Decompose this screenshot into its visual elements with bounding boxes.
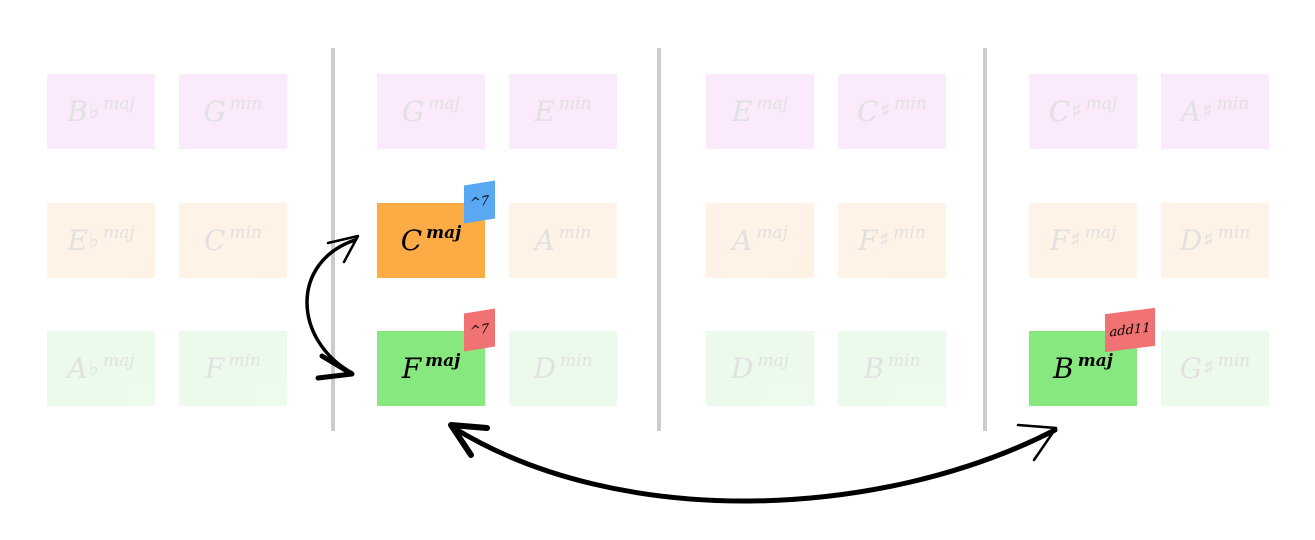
chord-quality: min	[229, 222, 262, 243]
chord-accidental: ♯	[1070, 228, 1081, 253]
chord-quality: maj	[103, 222, 135, 243]
chord-tile[interactable]: E♭maj	[47, 203, 155, 278]
chord-accidental: ♯	[879, 99, 891, 124]
chord-accidental: ♯	[1203, 228, 1214, 253]
chord-tile[interactable]: B♭maj	[47, 74, 155, 149]
chord-tile[interactable]: F♯min	[838, 203, 946, 278]
chord-quality: min	[229, 93, 263, 114]
chord-tile[interactable]: D♯min	[1161, 203, 1269, 278]
chord-quality: maj	[1077, 350, 1113, 371]
chord-quality: min	[1217, 222, 1251, 243]
chord-root: A	[732, 224, 753, 257]
chord-quality: maj	[756, 222, 788, 243]
chord-quality: min	[228, 350, 261, 371]
chord-root: B	[67, 95, 88, 128]
chord-accidental: ♯	[878, 228, 890, 253]
chord-tile[interactable]: F♯maj	[1029, 203, 1137, 278]
chord-quality: min	[1217, 350, 1251, 371]
chord-quality: min	[558, 93, 592, 114]
chord-accidental: ♭	[88, 99, 100, 124]
chord-root: F	[1049, 224, 1070, 257]
chord-quality: min	[888, 350, 921, 371]
chord-accidental: ♭	[88, 228, 100, 253]
chord-root: F	[401, 352, 422, 385]
chord-tile[interactable]: A♯min	[1161, 74, 1269, 149]
chord-quality: maj	[425, 350, 461, 371]
chord-root: E	[67, 224, 88, 257]
chord-tile[interactable]: A♭maj	[47, 331, 155, 406]
chord-root: C	[204, 224, 226, 257]
chord-root: C	[400, 224, 423, 257]
chord-quality: maj	[756, 93, 788, 114]
column-divider	[983, 48, 987, 431]
chord-root: G	[402, 95, 425, 128]
chord-quality: maj	[103, 93, 135, 114]
chord-quality: maj	[103, 350, 135, 371]
chord-root: E	[534, 95, 555, 128]
chord-quality: maj	[1084, 222, 1117, 243]
chord-quality: min	[559, 350, 593, 371]
chord-root: D	[731, 352, 754, 385]
column-divider	[657, 48, 661, 431]
chord-accidental: ♯	[1202, 99, 1213, 124]
chord-root: D	[1179, 224, 1203, 257]
chord-root: E	[732, 95, 753, 128]
chord-quality: min	[893, 222, 926, 243]
chord-root: A	[67, 352, 88, 385]
chord-tile[interactable]: G♯min	[1161, 331, 1269, 406]
chord-extension-badge: ^7	[464, 180, 495, 224]
chord-root: G	[203, 95, 226, 128]
arrow-head-right	[1016, 423, 1058, 462]
arrow-head-left	[448, 422, 490, 458]
chord-root: B	[863, 352, 885, 385]
chord-quality: min	[558, 222, 592, 243]
chord-root: A	[1180, 95, 1202, 128]
chord-quality: maj	[426, 222, 462, 243]
chord-root: C	[857, 95, 879, 128]
chord-tile[interactable]: C♯min	[838, 74, 946, 149]
chord-root: A	[534, 224, 555, 257]
chord-quality: maj	[1085, 93, 1118, 114]
chord-extension-badge: ^7	[464, 308, 495, 352]
chord-root: F	[205, 352, 225, 385]
chord-root: C	[1048, 95, 1071, 128]
chord-quality: maj	[428, 93, 460, 114]
chord-tile[interactable]: C♯maj	[1029, 74, 1137, 149]
chord-accidental: ♭	[88, 356, 100, 381]
chord-quality: min	[894, 93, 927, 114]
chord-root: D	[533, 352, 556, 385]
column-divider	[331, 48, 335, 431]
arrow-head-down	[315, 353, 355, 381]
arrow-shaft-long	[451, 425, 1058, 504]
chord-root: G	[1179, 352, 1203, 385]
chord-accidental: ♯	[1203, 356, 1214, 381]
chord-quality: min	[1216, 93, 1250, 114]
chord-quality: maj	[757, 350, 789, 371]
chord-accidental: ♯	[1071, 99, 1082, 124]
chord-extension-badge: add11	[1105, 307, 1155, 353]
chord-root: F	[858, 224, 878, 257]
chord-root: B	[1053, 352, 1074, 385]
